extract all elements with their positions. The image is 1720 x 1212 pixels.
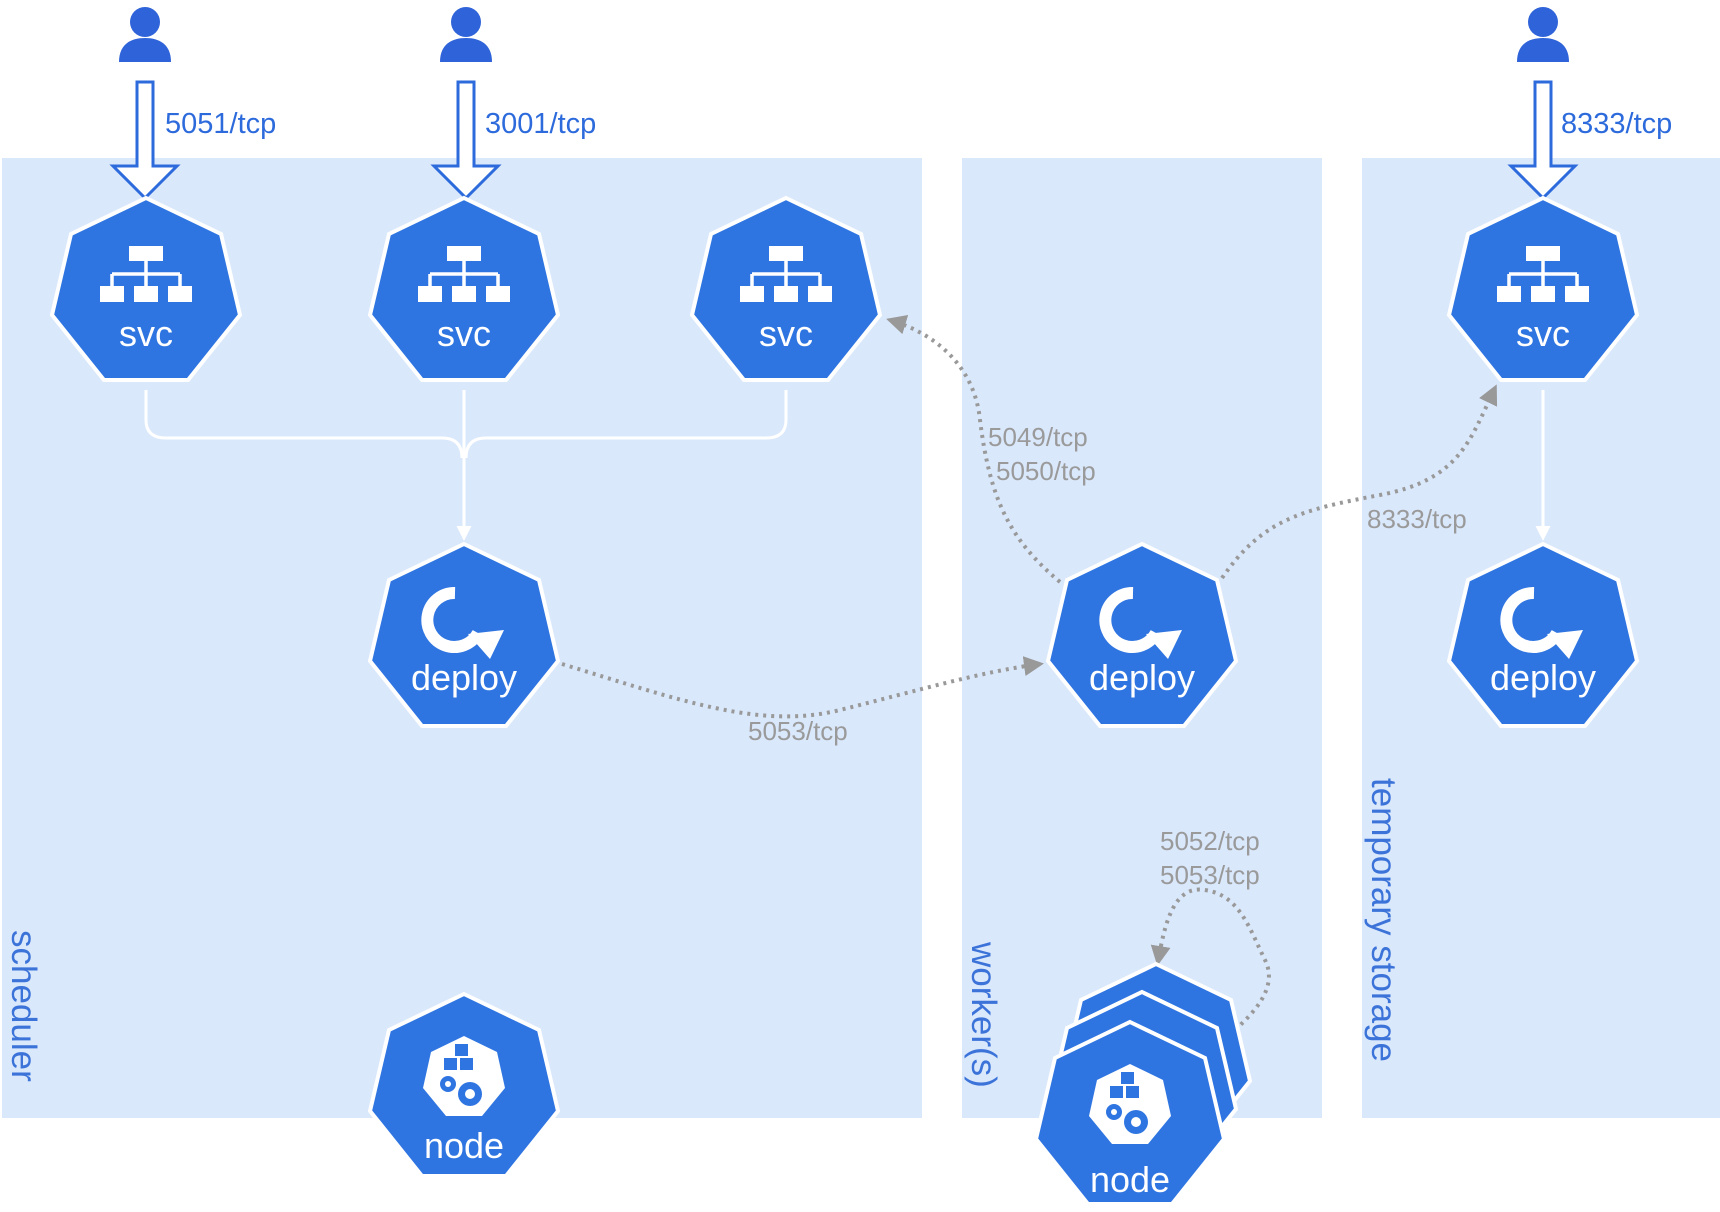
port-label-5050: 5050/tcp <box>996 456 1096 486</box>
port-label-5053-loop: 5053/tcp <box>1160 860 1260 890</box>
node-label: node <box>424 1125 504 1166</box>
deploy-node[interactable]: deploy <box>1446 541 1640 728</box>
svc-label: svc <box>759 313 813 354</box>
svc-to-deploy-right <box>464 390 788 459</box>
port-label-5049: 5049/tcp <box>988 422 1088 452</box>
svc-label: svc <box>1516 313 1570 354</box>
service-tree-icon <box>1497 246 1589 302</box>
user-icon <box>440 7 492 62</box>
node-node[interactable]: node <box>1033 1019 1227 1206</box>
node-cubes-icon <box>1106 1072 1148 1134</box>
deploy-node[interactable]: deploy <box>367 541 561 728</box>
deploy-node[interactable]: deploy <box>1045 541 1239 728</box>
node-node[interactable]: node <box>367 991 561 1178</box>
refresh-icon <box>1500 586 1583 659</box>
port-label-5053: 5053/tcp <box>748 716 848 746</box>
port-label-8333-flow: 8333/tcp <box>1367 504 1467 534</box>
node-cubes-icon <box>440 1044 482 1106</box>
deploy-label: deploy <box>1490 657 1596 698</box>
svc-label: svc <box>437 313 491 354</box>
flow-worker-to-storage <box>1220 384 1498 580</box>
user-icon <box>119 7 171 62</box>
flow-deploy-to-worker <box>561 656 1044 719</box>
port-label-8333: 8333/tcp <box>1561 108 1672 140</box>
storage-zone-label: temporary storage <box>1364 778 1403 1062</box>
entry-arrow-8333 <box>1507 80 1579 201</box>
user-icon <box>1517 7 1569 62</box>
service-tree-icon <box>740 246 832 302</box>
refresh-icon <box>421 586 504 659</box>
svc-node[interactable]: svc <box>1446 195 1640 382</box>
svc-node[interactable]: svc <box>689 195 883 382</box>
svc-label: svc <box>119 313 173 354</box>
svc-node[interactable]: svc <box>49 195 243 382</box>
workers-zone-label: worker(s) <box>964 941 1003 1088</box>
port-label-5051: 5051/tcp <box>165 108 276 140</box>
service-tree-icon <box>418 246 510 302</box>
flow-node-loop <box>1150 887 1271 1052</box>
service-tree-icon <box>100 246 192 302</box>
port-label-3001: 3001/tcp <box>485 108 596 140</box>
flow-worker-to-svc <box>886 315 1062 584</box>
port-label-5052-loop: 5052/tcp <box>1160 826 1260 856</box>
entry-arrow-3001 <box>430 80 502 201</box>
scheduler-zone-label: scheduler <box>4 930 43 1082</box>
deploy-label: deploy <box>411 657 517 698</box>
svc-node[interactable]: svc <box>367 195 561 382</box>
entry-arrow-5051 <box>109 80 181 201</box>
refresh-icon <box>1099 586 1182 659</box>
svc-to-deploy-left <box>144 390 464 459</box>
node-label: node <box>1090 1159 1170 1200</box>
deploy-label: deploy <box>1089 657 1195 698</box>
